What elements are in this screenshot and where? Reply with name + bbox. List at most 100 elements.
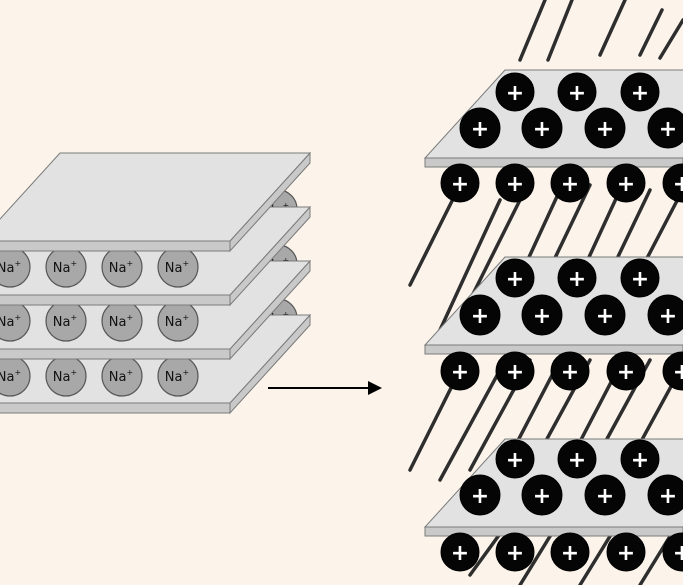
cation-charge: + (533, 117, 551, 142)
cation: + (557, 72, 597, 112)
sodium-ion: Na+ (101, 355, 143, 397)
left-sheet-1-top-face (0, 152, 312, 242)
cation: + (459, 294, 501, 336)
cation-charge: + (568, 448, 586, 473)
left-sheet-4-front-edge (0, 402, 231, 414)
cation: + (440, 351, 480, 391)
cation: + (620, 258, 660, 298)
cation-charge: + (617, 172, 635, 197)
sodium-ion-label: Na+ (53, 313, 77, 330)
cation-charge: + (596, 117, 614, 142)
cation-charge: + (561, 541, 579, 566)
cation: + (647, 294, 683, 336)
cation-charge: + (506, 172, 524, 197)
surfactant-chain (518, 0, 547, 62)
cation: + (647, 474, 683, 516)
sodium-ion-label: Na+ (0, 259, 21, 276)
cation-charge: + (673, 541, 683, 566)
cation: + (521, 107, 563, 149)
cation-charge: + (631, 81, 649, 106)
cation-charge: + (568, 267, 586, 292)
surfactant-chain (598, 0, 627, 57)
cation: + (584, 474, 626, 516)
sodium-ion: Na+ (157, 246, 199, 288)
cation-charge: + (596, 484, 614, 509)
cation: + (647, 107, 683, 149)
cation-charge: + (568, 81, 586, 106)
surfactant-chain (638, 8, 664, 57)
cation-charge: + (533, 484, 551, 509)
left-sheet-3-front-edge (0, 348, 231, 360)
cation-charge: + (631, 267, 649, 292)
cation-charge: + (471, 304, 489, 329)
left-sheet-1 (0, 151, 312, 253)
cation-charge: + (673, 360, 683, 385)
cation: + (606, 532, 646, 572)
cation: + (662, 351, 683, 391)
expanded-stack-with-surfactant-cations: + + + + + + + + + + + + + + + + + + + + + + + + + + + + + + + + + + + + (408, 0, 683, 585)
cation: + (495, 163, 535, 203)
cation: + (662, 163, 683, 203)
sodium-ion: Na+ (45, 300, 87, 342)
sodium-ion-label: Na+ (53, 259, 77, 276)
cation: + (606, 351, 646, 391)
cation-charge: + (617, 360, 635, 385)
sodium-ion-label: Na+ (165, 368, 189, 385)
cation-charge: + (506, 81, 524, 106)
cation: + (521, 474, 563, 516)
cation-charge: + (659, 304, 677, 329)
cation: + (620, 439, 660, 479)
sodium-ion-label: Na+ (109, 259, 133, 276)
cation: + (495, 532, 535, 572)
cation-charge: + (596, 304, 614, 329)
sodium-ion-label: Na+ (53, 368, 77, 385)
cation: + (550, 351, 590, 391)
sodium-ion-label: Na+ (0, 368, 21, 385)
sodium-ion: Na+ (157, 355, 199, 397)
sodium-ion-label: Na+ (165, 259, 189, 276)
right-arrow-icon (268, 381, 382, 395)
sodium-ion-label: Na+ (165, 313, 189, 330)
cation-charge: + (673, 172, 683, 197)
cation: + (521, 294, 563, 336)
left-sheet-2-front-edge (0, 294, 231, 306)
cation: + (495, 258, 535, 298)
sodium-ion-label: Na+ (0, 313, 21, 330)
cation-charge: + (471, 117, 489, 142)
surfactant-chain (546, 0, 574, 62)
surfactant-chain (438, 368, 502, 482)
cation-charge: + (451, 172, 469, 197)
sodium-ion: Na+ (157, 300, 199, 342)
cation-charge: + (659, 484, 677, 509)
cation-charge: + (617, 541, 635, 566)
cation-charge: + (631, 448, 649, 473)
cation-charge: + (506, 360, 524, 385)
sodium-ion: Na+ (45, 355, 87, 397)
cation: + (440, 532, 480, 572)
surfactant-chain (658, 18, 683, 60)
cation: + (620, 72, 660, 112)
sodium-ion: Na+ (0, 355, 31, 397)
cation-charge: + (506, 448, 524, 473)
cation-charge: + (561, 172, 579, 197)
cation-charge: + (561, 360, 579, 385)
sodium-ion-label: Na+ (109, 368, 133, 385)
cation: + (550, 532, 590, 572)
cation: + (495, 72, 535, 112)
cation: + (584, 107, 626, 149)
cation-charge: + (659, 117, 677, 142)
cation: + (550, 163, 590, 203)
cation: + (459, 474, 501, 516)
sodium-ion-label: Na+ (109, 313, 133, 330)
cation-charge: + (506, 267, 524, 292)
layered-clay-stack-with-sodium: Na+Na+Na+Na+Na+Na+Na+Na+Na+Na+Na+Na+Na+N… (0, 151, 312, 415)
sodium-ion: Na+ (45, 246, 87, 288)
cation: + (662, 532, 683, 572)
cation: + (459, 107, 501, 149)
cation: + (495, 351, 535, 391)
sodium-ion: Na+ (101, 300, 143, 342)
cation: + (584, 294, 626, 336)
cation-charge: + (451, 541, 469, 566)
sodium-ion: Na+ (101, 246, 143, 288)
